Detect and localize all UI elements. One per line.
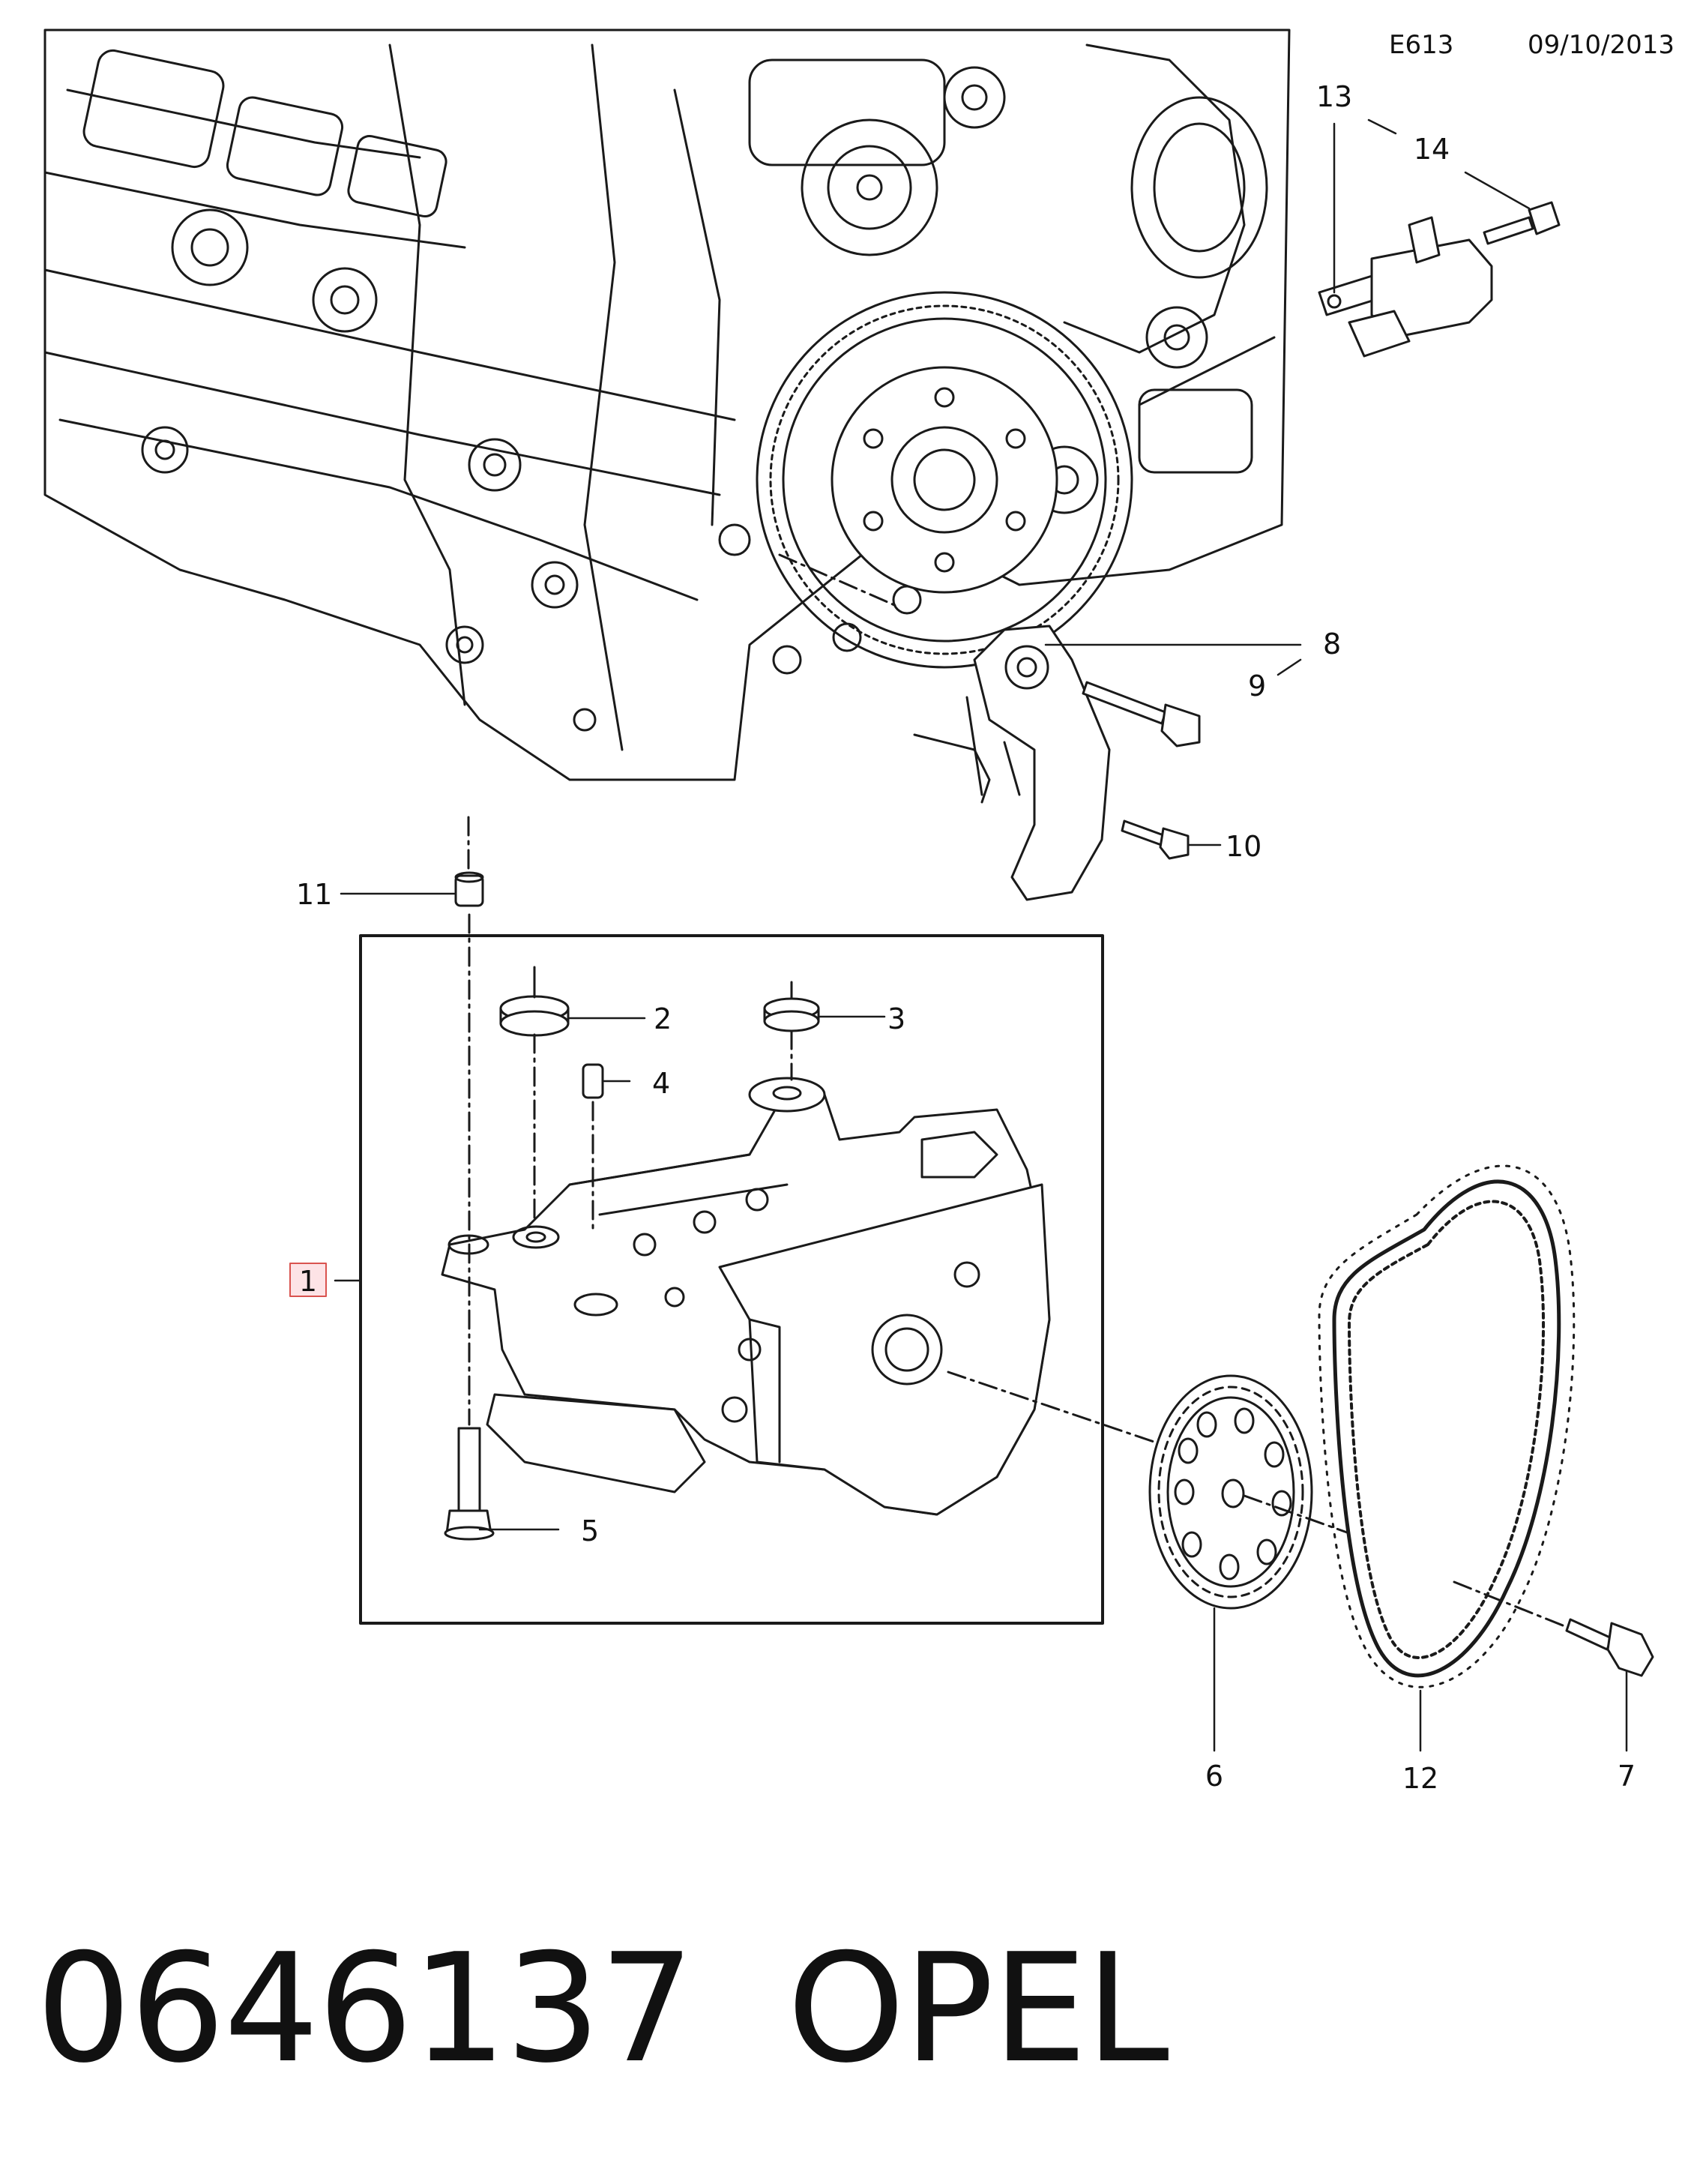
part-number: 0646137: [36, 1922, 695, 2096]
part-4-pin-illustration: [582, 1063, 604, 1231]
part-14-bolt-illustration: [1483, 201, 1561, 245]
callout-13[interactable]: 13: [1316, 80, 1352, 113]
callout-10[interactable]: 10: [1226, 830, 1262, 863]
callout-3[interactable]: 3: [887, 1002, 905, 1035]
callout-7[interactable]: 7: [1618, 1760, 1636, 1793]
part-2-seal-illustration: [499, 966, 570, 1224]
oil-pump-assembly-frame: [359, 934, 1104, 1625]
callout-labels: 1 2 3 4 5 6 7 8 9 10 11 12 13 14: [296, 80, 1636, 1795]
diagram-code: E613: [1389, 30, 1454, 60]
brand-name: OPEL: [787, 1922, 1169, 2096]
callout-2[interactable]: 2: [654, 1002, 672, 1035]
part-7-bolt-illustration: [1453, 1580, 1654, 1677]
part-12-chain-illustration: [1318, 1164, 1576, 1688]
callout-9[interactable]: 9: [1248, 670, 1266, 703]
callout-12[interactable]: 12: [1402, 1762, 1438, 1795]
part-8-chain-guide-illustration: [913, 625, 1111, 901]
part-11-dowel-illustration: [454, 816, 484, 907]
diagram-date: 09/10/2013: [1528, 30, 1675, 60]
part-3-seal-illustration: [763, 981, 820, 1081]
part-5-bolt-illustration: [444, 913, 495, 1541]
callout-5[interactable]: 5: [581, 1514, 599, 1547]
callout-4[interactable]: 4: [652, 1067, 670, 1100]
callout-8[interactable]: 8: [1323, 628, 1341, 661]
callout-1-highlight: [289, 1263, 327, 1297]
callout-14[interactable]: 14: [1414, 133, 1450, 166]
part-10-bolt-illustration: [1121, 819, 1190, 860]
oil-pump-illustration: [441, 1077, 1051, 1516]
part-9-bolt-illustration: [1082, 681, 1201, 747]
part-13-sensor-illustration: [1138, 216, 1493, 406]
callout-1[interactable]: 1: [299, 1265, 317, 1298]
exploded-parts-diagram: 1 2 3 4 5 6 7 8 9 10 11 12 13 14: [43, 28, 1654, 1795]
callout-leader-lines: [334, 118, 1628, 1752]
engine-block-illustration: [43, 28, 1291, 781]
part-6-sprocket-illustration: [947, 1371, 1351, 1610]
callout-6[interactable]: 6: [1205, 1760, 1223, 1793]
callout-11[interactable]: 11: [296, 878, 332, 911]
